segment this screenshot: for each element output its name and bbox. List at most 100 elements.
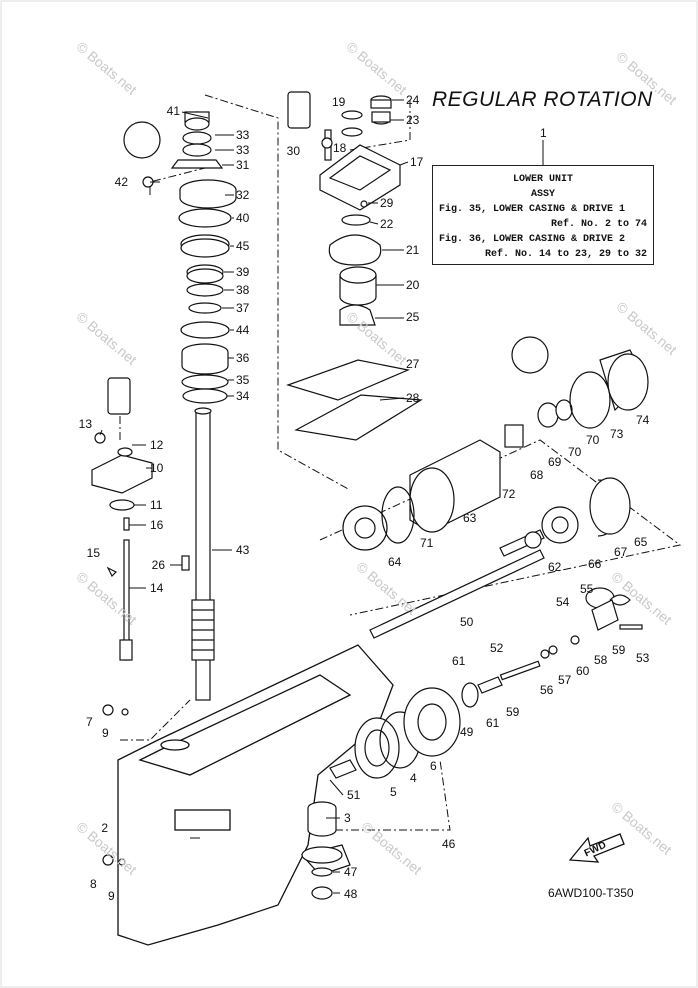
callout: 6 <box>430 759 437 773</box>
callout: 70 <box>586 433 600 447</box>
drive-shaft <box>191 407 215 701</box>
shift-assembly <box>91 432 190 661</box>
info-line: ASSY <box>530 189 555 200</box>
callout: 56 <box>540 683 554 697</box>
callout: 73 <box>610 427 624 441</box>
callout: 40 <box>236 211 250 225</box>
callout: 21 <box>406 243 420 257</box>
callout: 70 <box>568 445 582 459</box>
callout: 30 <box>287 144 301 158</box>
info-line: Fig. 36, LOWER CASING & DRIVE 2 <box>439 234 626 245</box>
callout: 32 <box>236 188 250 202</box>
callout: 41 <box>167 104 181 118</box>
callout: 15 <box>87 546 101 560</box>
callout: 68 <box>530 468 544 482</box>
callout: 43 <box>236 543 250 557</box>
callout: 33 <box>236 143 250 157</box>
callout: 46 <box>442 837 456 851</box>
callout: 24 <box>406 93 420 107</box>
callout: 14 <box>150 581 164 595</box>
callout: 49 <box>460 725 474 739</box>
lubricant-icon <box>107 91 549 415</box>
callout: 17 <box>410 155 424 169</box>
callout: 51 <box>347 788 361 802</box>
callout: 34 <box>236 389 250 403</box>
fasteners <box>102 137 333 866</box>
prop-housing <box>342 349 649 551</box>
callout: 71 <box>420 536 434 550</box>
leader-lines <box>99 99 544 894</box>
page-title: REGULAR ROTATION <box>432 88 653 111</box>
callout: 72 <box>502 487 516 501</box>
callout: 27 <box>406 357 420 371</box>
callout: 4 <box>410 771 417 785</box>
callout: 5 <box>390 785 397 799</box>
callout: 65 <box>634 535 648 549</box>
callout: 33 <box>236 128 250 142</box>
callout: 13 <box>79 417 93 431</box>
callout: 35 <box>236 373 250 387</box>
callout: 52 <box>490 641 504 655</box>
callout: 8 <box>90 877 97 891</box>
callout: 23 <box>406 113 420 127</box>
callout: 74 <box>636 413 650 427</box>
callout: 20 <box>406 278 420 292</box>
info-line: Ref. No. 2 to 74 <box>550 219 647 230</box>
callout: 7 <box>86 715 93 729</box>
lower-casing <box>117 644 394 946</box>
callout: 47 <box>344 865 358 879</box>
forward-gear <box>300 687 461 900</box>
callout: 10 <box>150 461 164 475</box>
callout: 42 <box>115 175 129 189</box>
water-pump <box>286 95 423 441</box>
callout: 50 <box>460 615 474 629</box>
callout: 9 <box>102 726 109 740</box>
callout: 29 <box>380 196 394 210</box>
callout: 67 <box>614 545 628 559</box>
callout: 3 <box>344 811 351 825</box>
callout: 37 <box>236 301 250 315</box>
info-line: LOWER UNIT <box>512 174 573 185</box>
callout: 64 <box>388 555 402 569</box>
callout: 25 <box>406 310 420 324</box>
prop-shaft <box>369 477 631 639</box>
callout: 48 <box>344 887 358 901</box>
callout: 11 <box>150 498 163 512</box>
shifter-parts <box>461 599 643 708</box>
callout: 58 <box>594 653 608 667</box>
callout: 61 <box>452 654 466 668</box>
callout: 16 <box>150 518 164 532</box>
callout-labels: 41 33 33 31 42 32 40 45 39 38 37 44 36 3… <box>79 93 650 903</box>
callout: 19 <box>332 95 346 109</box>
callout: 2 <box>101 821 108 835</box>
callout: 55 <box>580 582 594 596</box>
callout: 45 <box>236 239 250 253</box>
callout: 22 <box>380 217 394 231</box>
callout: 61 <box>486 716 500 730</box>
callout: 59 <box>506 705 520 719</box>
callout: 9 <box>108 889 115 903</box>
callout-info: 1 <box>540 126 547 140</box>
info-line: Ref. No. 14 to 23, 29 to 32 <box>484 249 647 260</box>
callout: 39 <box>236 265 250 279</box>
callout: 38 <box>236 283 250 297</box>
callout: 44 <box>236 323 250 337</box>
callout: 60 <box>576 664 590 678</box>
info-line: Fig. 35, LOWER CASING & DRIVE 1 <box>439 204 626 215</box>
callout: 62 <box>548 560 562 574</box>
callout: 31 <box>236 158 250 172</box>
callout: 57 <box>558 673 572 687</box>
callout: 28 <box>406 391 420 405</box>
callout: 59 <box>612 643 626 657</box>
callout: 53 <box>636 651 650 665</box>
callout: 54 <box>556 595 570 609</box>
info-box: LOWER UNIT ASSY Fig. 35, LOWER CASING & … <box>432 165 654 265</box>
callout: 63 <box>463 511 477 525</box>
shaft-stack <box>170 111 237 404</box>
callout: 12 <box>150 438 164 452</box>
callout: 36 <box>236 351 250 365</box>
diagram-code: 6AWD100-T350 <box>548 886 634 900</box>
callout: 66 <box>588 557 602 571</box>
callout: 26 <box>152 558 166 572</box>
